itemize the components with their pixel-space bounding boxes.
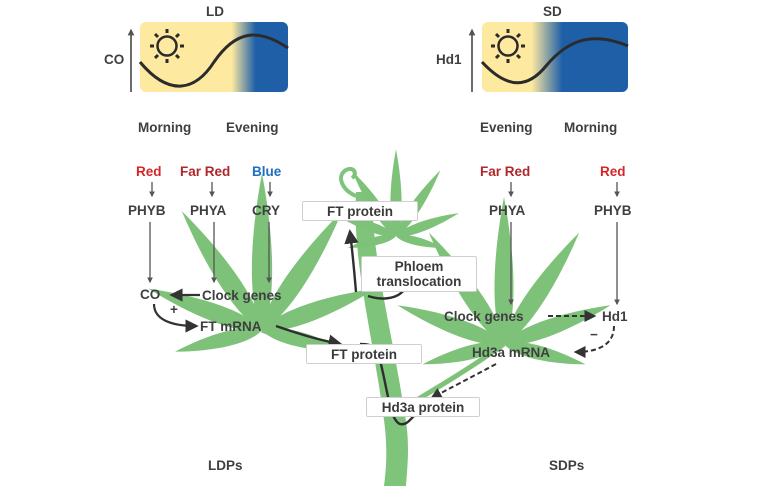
sd-panel-title: SD (543, 4, 562, 19)
ldp-phya-label: PHYA (190, 203, 227, 218)
phloem-translocation-box: Phloem translocation (361, 256, 477, 292)
ld-panel-title: LD (206, 4, 224, 19)
ft-protein-top-box: FT protein (302, 201, 418, 221)
ldp-clock-genes-label: Clock genes (202, 288, 282, 303)
sdp-clock-genes-label: Clock genes (444, 309, 524, 324)
ld-evening-label: Evening (226, 120, 279, 135)
sun-icon (150, 29, 184, 63)
sdp-farred-light-label: Far Red (480, 164, 531, 179)
sdp-red-light-label: Red (600, 164, 626, 179)
ldp-ft-mrna-label: FT mRNA (200, 319, 262, 334)
sd-wave (480, 37, 629, 85)
ld-morning-label: Morning (138, 120, 192, 135)
phloem-line1: Phloem (394, 259, 444, 274)
ldp-blue-light-label: Blue (252, 164, 282, 179)
ldp-phyb-label: PHYB (128, 203, 166, 218)
ld-axis-label: CO (104, 52, 125, 67)
sdp-phya-label: PHYA (489, 203, 526, 218)
sd-panel (468, 22, 629, 92)
ldp-farred-light-label: Far Red (180, 164, 231, 179)
ld-wave (138, 33, 289, 88)
sdp-arrows (508, 182, 620, 306)
ld-daylight-bar (140, 22, 288, 92)
sd-morning-label: Morning (564, 120, 618, 135)
sdp-phyb-label: PHYB (594, 203, 632, 218)
ldp-caption: LDPs (208, 458, 243, 473)
ldp-bold-arrows (152, 288, 200, 333)
sd-axis-label: Hd1 (436, 52, 462, 67)
sd-evening-label: Evening (480, 120, 533, 135)
ldp-arrows (147, 182, 273, 284)
sun-icon (491, 29, 525, 63)
ft-protein-mid-box: FT protein (306, 344, 422, 364)
cannabis-plant (145, 149, 613, 486)
hd3a-protein-box: Hd3a protein (366, 397, 480, 417)
ldp-cry-label: CRY (252, 203, 281, 218)
sdp-caption: SDPs (549, 458, 585, 473)
ldp-red-light-label: Red (136, 164, 162, 179)
sdp-dashed-arrows (429, 310, 615, 400)
sdp-hd3a-mrna-label: Hd3a mRNA (472, 345, 551, 360)
ldp-plus-sign: + (170, 302, 178, 317)
phloem-line2: translocation (376, 274, 462, 289)
ld-panel (127, 22, 289, 92)
sdp-hd1-label: Hd1 (602, 309, 628, 324)
sdp-minus-sign: − (590, 327, 598, 342)
ldp-co-label: CO (140, 287, 161, 302)
